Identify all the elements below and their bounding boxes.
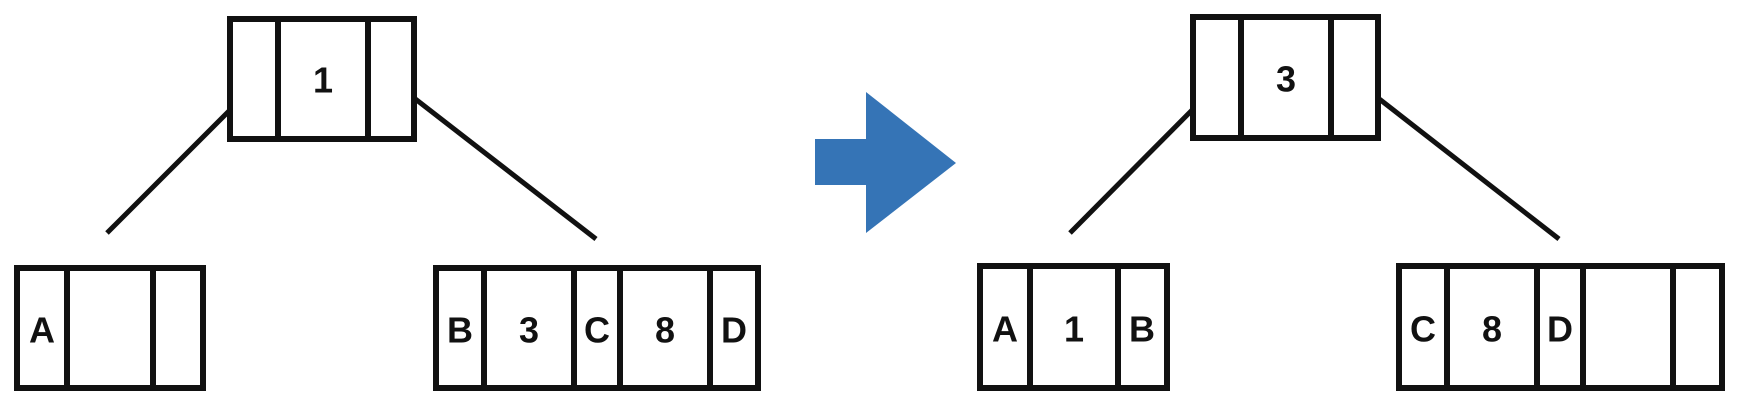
before-tree: 1 A B 3 C 8 D (14, 16, 761, 391)
before-right-key-8: 8 (655, 310, 675, 351)
after-left-pointer-b: B (1129, 309, 1155, 350)
after-right-leaf-node: C 8 D (1396, 263, 1725, 391)
before-right-edge (394, 82, 598, 241)
before-root-key: 1 (313, 60, 333, 101)
after-left-key-1: 1 (1064, 309, 1084, 350)
before-right-pointer-d: D (721, 310, 747, 351)
after-root-key: 3 (1276, 59, 1296, 100)
after-right-key-8: 8 (1482, 309, 1502, 350)
before-right-pointer-b: B (447, 310, 473, 351)
before-left-pointer: A (29, 310, 55, 351)
after-right-edge (1358, 82, 1561, 241)
right-arrow-icon (815, 92, 956, 233)
after-root-node: 3 (1190, 14, 1381, 141)
before-left-leaf-node: A (14, 265, 206, 391)
after-left-edge (1068, 89, 1213, 235)
after-right-pointer-d: D (1547, 309, 1573, 350)
after-tree: 3 A 1 B C 8 D (977, 14, 1725, 391)
after-left-pointer-a: A (992, 309, 1018, 350)
after-left-leaf-node: A 1 B (977, 263, 1170, 391)
before-right-key-3: 3 (519, 310, 539, 351)
before-root-node: 1 (227, 16, 417, 142)
before-right-leaf-node: B 3 C 8 D (433, 265, 761, 391)
before-right-pointer-c: C (584, 310, 610, 351)
before-left-edge (105, 90, 250, 235)
after-right-pointer-c: C (1410, 309, 1436, 350)
